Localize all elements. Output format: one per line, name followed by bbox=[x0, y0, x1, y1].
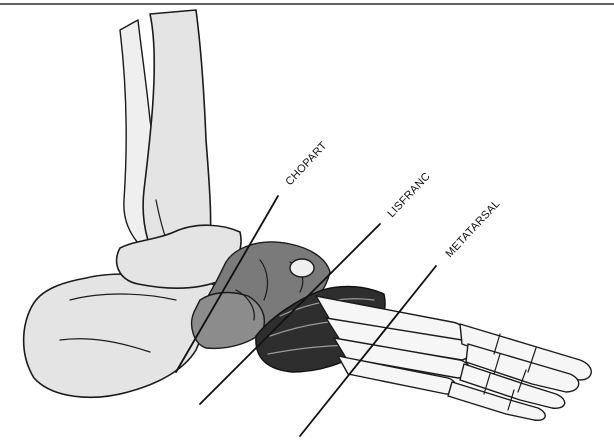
metatarsal-label: METATARSAL bbox=[443, 198, 502, 260]
navicular-facet bbox=[290, 259, 314, 277]
lisfranc-label: LISFRANC bbox=[385, 170, 433, 220]
cuboid bbox=[192, 293, 265, 349]
chopart-label: CHOPART bbox=[283, 140, 329, 188]
forefoot-bones bbox=[316, 296, 591, 420]
